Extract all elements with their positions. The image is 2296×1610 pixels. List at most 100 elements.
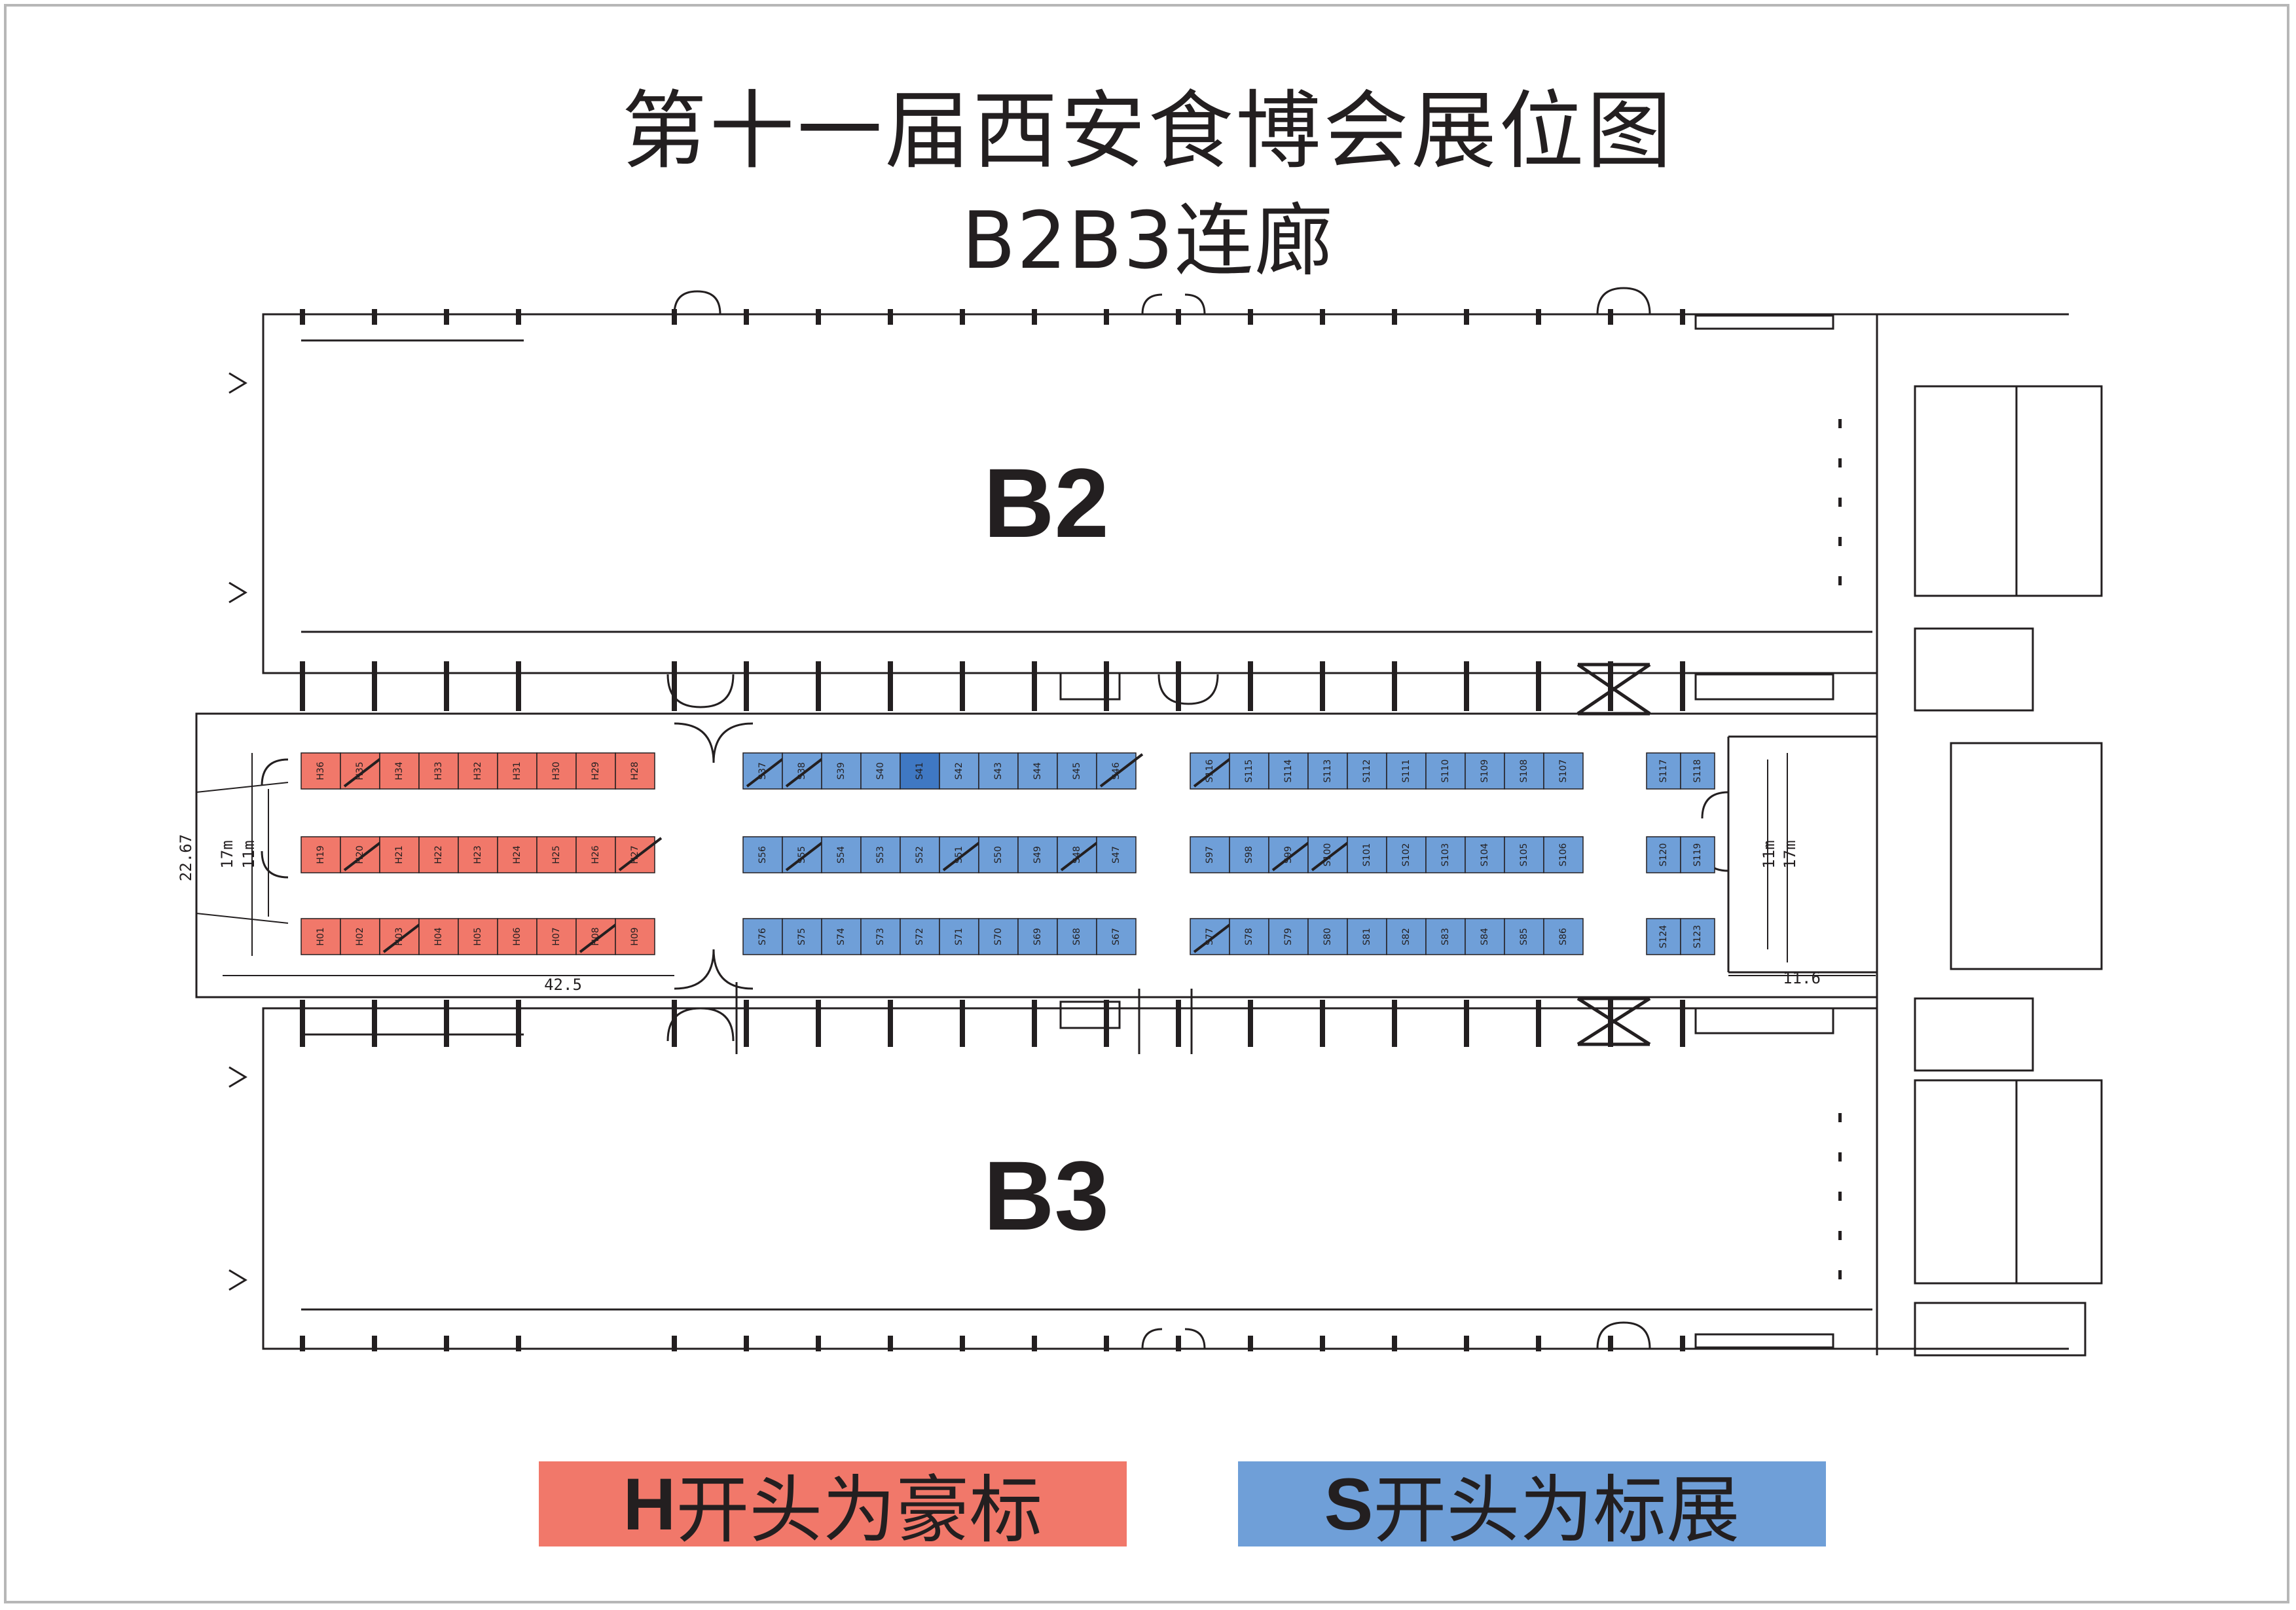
- page-frame: [4, 4, 2289, 1603]
- booth-cell: [900, 752, 940, 790]
- booth-number: S117: [1658, 759, 1669, 783]
- booth-number: S67: [1111, 928, 1121, 945]
- booth-number: S70: [993, 928, 1004, 945]
- booth-s113: S113: [1307, 752, 1348, 790]
- column: [444, 661, 449, 711]
- booth-s74: S74: [821, 918, 862, 955]
- booth-s49: S49: [1017, 836, 1058, 873]
- booth-s47: S47: [1096, 836, 1137, 873]
- column: [1536, 1336, 1541, 1351]
- booth-s119: S119: [1680, 836, 1715, 873]
- booth-s123: S123: [1680, 918, 1715, 955]
- booth-cell: [1425, 918, 1466, 955]
- booth-number: S123: [1692, 925, 1703, 949]
- booth-number: S73: [875, 928, 886, 945]
- booth-number: S103: [1440, 843, 1451, 867]
- booth-number: S107: [1558, 759, 1569, 783]
- booth-number: S111: [1401, 759, 1412, 783]
- booth-s67: S67: [1096, 918, 1137, 955]
- booth-number: H30: [551, 761, 562, 780]
- column: [1248, 1000, 1253, 1047]
- booth-s110: S110: [1425, 752, 1466, 790]
- legend-luxury-letter: H: [623, 1463, 676, 1545]
- column: [960, 661, 965, 711]
- booth-h27: H27: [615, 836, 663, 873]
- column: [300, 1000, 305, 1047]
- booth-s42: S42: [939, 752, 979, 790]
- annex-room-bottom: [1914, 1079, 2103, 1285]
- booth-s83: S83: [1425, 918, 1466, 955]
- booth-s111: S111: [1386, 752, 1427, 790]
- booth-number: H31: [512, 761, 522, 780]
- booth-number: S76: [757, 928, 768, 945]
- booth-s46: S46: [1096, 752, 1144, 790]
- booth-number: S69: [1032, 928, 1043, 945]
- booth-number: S113: [1322, 759, 1333, 783]
- column: [1838, 458, 1842, 467]
- booth-cell: [1646, 918, 1681, 955]
- booth-number: H24: [512, 845, 522, 864]
- booth-number: S83: [1440, 928, 1451, 945]
- column: [1032, 1336, 1037, 1351]
- booth-cell: [1347, 918, 1387, 955]
- booth-number: S79: [1283, 928, 1294, 945]
- booth-number: S109: [1480, 759, 1490, 783]
- column: [1608, 309, 1613, 325]
- booth-cell: [497, 918, 538, 955]
- dim-11-6: 11.6: [1783, 969, 1821, 987]
- booth-number: S118: [1692, 759, 1703, 783]
- booth-number: S84: [1480, 928, 1490, 945]
- booth-s50: S50: [978, 836, 1019, 873]
- booth-cell: [575, 752, 616, 790]
- booth-cell: [615, 836, 655, 873]
- column: [816, 661, 821, 711]
- column: [1320, 661, 1325, 711]
- column: [888, 661, 893, 711]
- booth-number: S45: [1072, 762, 1082, 780]
- booth-number: S120: [1658, 843, 1669, 867]
- dim-22-67: 22.67: [177, 834, 195, 881]
- booth-number: S74: [836, 928, 847, 945]
- void-cross: [1576, 663, 1651, 716]
- booth-cell: [1680, 752, 1715, 790]
- booth-number: S85: [1519, 928, 1529, 945]
- door-icon: [674, 949, 754, 990]
- door-icon: [674, 722, 754, 763]
- booth-h04: H04: [418, 918, 459, 955]
- booth-number: H26: [591, 845, 601, 864]
- booth-cell: [1096, 836, 1137, 873]
- booth-number: S41: [915, 762, 925, 780]
- booth-number: H21: [394, 845, 405, 864]
- booth-number: H07: [551, 927, 562, 945]
- dim-17m-left: 17m: [218, 840, 236, 868]
- booth-s75: S75: [782, 918, 822, 955]
- booth-h31: H31: [497, 752, 538, 790]
- booth-s68: S68: [1057, 918, 1097, 955]
- booth-number: S78: [1244, 928, 1254, 945]
- column: [300, 661, 305, 711]
- column: [300, 1336, 305, 1351]
- booth-cell: [615, 918, 655, 955]
- booth-h09: H09: [615, 918, 655, 955]
- booth-s107: S107: [1543, 752, 1584, 790]
- booth-cell: [1057, 752, 1097, 790]
- booth-number: S119: [1692, 843, 1703, 867]
- booth-cell: [536, 918, 577, 955]
- booth-h08: H08: [575, 918, 623, 955]
- booth-number: S115: [1244, 759, 1254, 783]
- column: [1392, 1000, 1397, 1047]
- booth-cell: [1504, 836, 1544, 873]
- booth-s77: S77: [1190, 918, 1237, 955]
- booth-cell: [1543, 752, 1584, 790]
- booth-number: S110: [1440, 759, 1451, 783]
- booth-cell: [978, 752, 1019, 790]
- booth-s38: S38: [782, 752, 829, 790]
- booth-h32: H32: [458, 752, 498, 790]
- booth-s56: S56: [742, 836, 783, 873]
- column: [1838, 537, 1842, 546]
- dimension-labels: 22.67 17m 11m 42.5 11m 17m 11.6: [177, 834, 1821, 994]
- booth-cell: [1347, 836, 1387, 873]
- booth-cell: [1543, 836, 1584, 873]
